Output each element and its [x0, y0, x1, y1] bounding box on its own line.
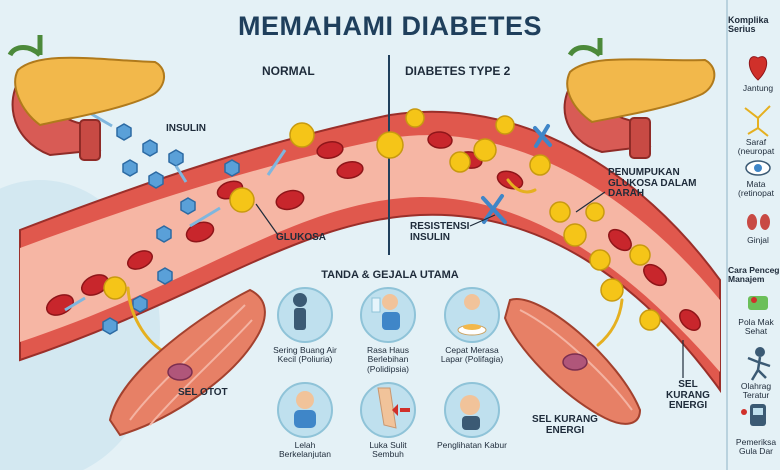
kidney-icon — [747, 214, 757, 230]
pancreas-left — [7, 35, 165, 161]
label-insulin: INSULIN — [166, 123, 206, 134]
blood-cell — [126, 250, 154, 270]
insulin-molecule — [132, 295, 148, 313]
complication-label: Mata (retinopat — [738, 179, 774, 198]
insulin-molecule — [224, 159, 240, 177]
label-sel-kurang-energi-muscle: SEL KURANG ENERGI — [532, 414, 598, 436]
insulin-molecules — [102, 123, 240, 335]
symptom-label: Sering Buang Air Kecil (Poliuria) — [273, 345, 337, 365]
blood-cell — [608, 228, 632, 252]
prevention-label: Olahrag Teratur — [740, 381, 772, 400]
healthy-food-icon — [748, 296, 768, 310]
glucose-molecule — [103, 276, 127, 300]
insulin-molecule — [148, 171, 164, 189]
glucose-molecule — [639, 309, 661, 331]
insulin-molecule — [168, 149, 184, 167]
insulin-molecule — [142, 139, 158, 157]
exercise-icon — [755, 347, 765, 357]
label-sel-otot: SEL OTOT — [178, 387, 228, 398]
complication-label: Ginjal — [747, 235, 769, 245]
label-sel-kurang-energi-vessel: SEL KURANG ENERGI — [666, 379, 710, 411]
glucose-molecule — [585, 202, 605, 222]
insulin-molecule — [116, 123, 132, 141]
vessel-lumen — [20, 135, 720, 372]
glucose-molecule — [629, 244, 651, 266]
blood-cell — [316, 141, 344, 159]
panel-label-diabetes: DIABETES TYPE 2 — [405, 64, 511, 78]
glucose-molecule — [529, 154, 551, 176]
symptom-label: Luka Sulit Sembuh — [369, 440, 407, 460]
pancreas-right — [563, 38, 716, 159]
insulin-molecule — [157, 267, 173, 285]
blood-cell — [643, 263, 667, 287]
symptom-icons — [277, 287, 500, 438]
prevention-label: Pola Mak Sehat — [738, 317, 774, 336]
insulin-molecule — [180, 197, 196, 215]
muscle-left — [108, 288, 266, 437]
symptom-label: Lelah Berkelanjutan — [279, 440, 331, 460]
muscle-right — [503, 298, 642, 425]
nerve-icon — [744, 105, 771, 137]
blood-cells — [46, 131, 701, 331]
glucose-molecule — [549, 201, 571, 223]
complication-label: Jantung — [742, 83, 774, 93]
label-glukosa: GLUKOSA — [276, 232, 326, 243]
glucose-molecule — [563, 223, 587, 247]
prevention-label: Pemeriksa Gula Dar — [735, 437, 777, 456]
glucose-molecule — [229, 187, 255, 213]
page-title: MEMAHAMI DIABETES — [238, 11, 542, 41]
blood-cell — [427, 131, 453, 149]
glucose-molecule — [473, 138, 497, 162]
blood-cell — [679, 309, 701, 331]
sidebar-prevention-title: Cara Penceg Manajem — [728, 265, 780, 284]
label-resistensi-insulin: RESISTENSI INSULIN — [410, 221, 470, 243]
blood-vessel — [19, 110, 721, 394]
label-penumpukan-glukosa: PENUMPUKAN GLUKOSA DALAM DARAH — [608, 167, 697, 199]
glucose-molecule — [405, 108, 425, 128]
symptom-label: Rasa Haus Berlebihan (Polidipsia) — [366, 345, 410, 374]
glucose-molecule — [289, 122, 315, 148]
insulin-molecule — [102, 317, 118, 335]
glucose-molecule — [600, 278, 624, 302]
blood-cell — [275, 189, 305, 211]
symptom-label: Cepat Merasa Lapar (Polifagia) — [440, 345, 504, 365]
glucose-molecule — [495, 115, 515, 135]
blood-cell — [496, 170, 524, 190]
blood-cell — [336, 161, 364, 179]
resistance-receptors — [481, 124, 552, 224]
symptoms-title: TANDA & GEJALA UTAMA — [321, 269, 459, 281]
glucose-molecule — [589, 249, 611, 271]
insulin-molecule — [122, 159, 138, 177]
glucose-molecule — [376, 131, 404, 159]
symptom-label: Penglihatan Kabur — [437, 440, 507, 450]
complication-label: Saraf (neuropat — [737, 137, 775, 156]
sidebar-icons — [741, 56, 771, 426]
sidebar-border — [726, 0, 728, 470]
glucose-molecule — [449, 151, 471, 173]
insulin-molecule — [156, 225, 172, 243]
glucose-molecules — [103, 108, 661, 331]
panel-label-normal: NORMAL — [262, 64, 315, 78]
sidebar-complications-title: Komplika Serius — [728, 15, 769, 35]
heart-icon — [748, 56, 768, 81]
